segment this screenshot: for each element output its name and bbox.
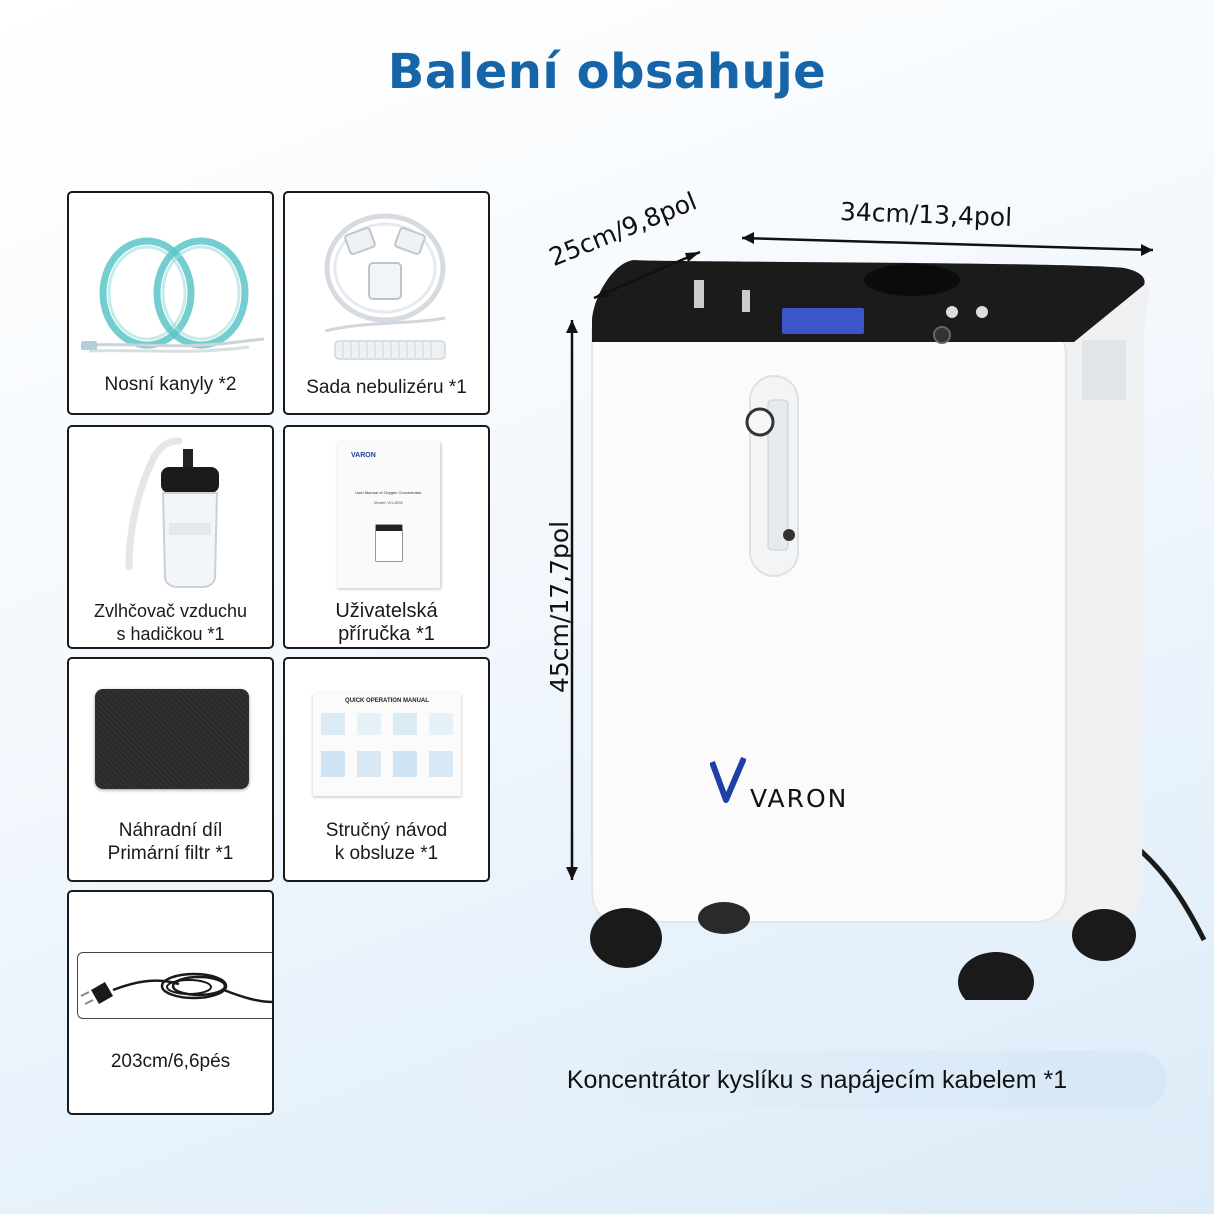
varon-logo-icon: [709, 754, 747, 804]
height-dimension: 45cm/17,7pol: [545, 520, 574, 693]
item-card-nasal-cannula: Nosní kanyly *2: [67, 191, 274, 415]
item-card-humidifier: Zvlhčovač vzduchu s hadičkou *1: [67, 425, 274, 649]
item-label: Sada nebulizéru *1: [306, 377, 467, 398]
width-dimension: 34cm/13,4pol: [839, 197, 1013, 232]
item-card-user-manual: VARON User Manual of Oxygen Concentrator…: [283, 425, 490, 649]
power-cable-image: [80, 972, 272, 1005]
item-label: příručka *1: [338, 623, 435, 645]
manual-model: Model: VH-3EW: [374, 500, 403, 505]
quick-manual-heading: QUICK OPERATION MANUAL: [345, 698, 429, 704]
nasal-cannula-image: [81, 237, 265, 353]
nebulizer-set-image: [324, 213, 446, 360]
item-label: Uživatelská: [335, 600, 438, 622]
item-label: s hadičkou *1: [116, 624, 225, 644]
product-caption: Koncentrátor kyslíku s napájecím kabelem…: [468, 1051, 1166, 1109]
item-label: k obsluze *1: [334, 843, 439, 864]
item-label: 203cm/6,6pés: [110, 1051, 231, 1072]
item-card-primary-filter: Náhradní díl Primární filtr *1: [67, 657, 274, 882]
manual-title: User Manual of Oxygen Concentrator: [355, 490, 422, 495]
quick-manual-image: QUICK OPERATION MANUAL: [313, 693, 461, 796]
manual-brand: VARON: [351, 452, 376, 459]
item-label: Zvlhčovač vzduchu: [93, 601, 248, 621]
item-card-power-cable: 203cm/6,6pés: [67, 890, 274, 1115]
user-manual-image: VARON User Manual of Oxygen Concentrator…: [337, 442, 440, 588]
item-label: Primární filtr *1: [107, 843, 234, 864]
oxygen-concentrator-image: [590, 260, 1207, 1000]
item-label: Náhradní díl: [118, 820, 223, 841]
page-title: Balení obsahuje: [387, 44, 827, 100]
humidifier-bottle-image: [125, 437, 219, 588]
item-label: Stručný návod: [325, 820, 448, 841]
filter-pad-image: [95, 689, 249, 789]
device-brand: VARON: [750, 784, 849, 813]
item-card-nebulizer: Sada nebulizéru *1: [283, 191, 490, 415]
item-label: Nosní kanyly *2: [104, 374, 237, 395]
item-card-quick-manual: QUICK OPERATION MANUAL Stručný návod k o…: [283, 657, 490, 882]
